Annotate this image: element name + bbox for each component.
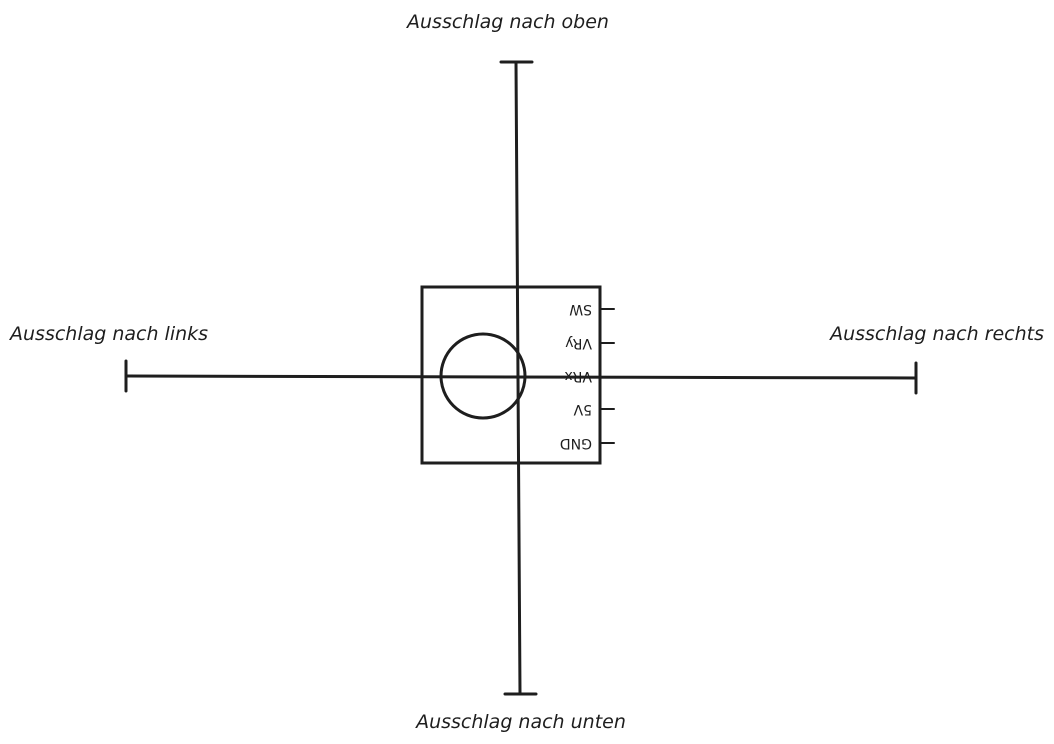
label-down: Ausschlag nach unten <box>414 711 626 733</box>
pin-label-vry: VRy <box>565 335 592 351</box>
label-up: Ausschlag nach oben <box>405 11 609 33</box>
pin-label-gnd: GND <box>560 435 592 451</box>
joystick-module-box <box>420 285 602 465</box>
pin-stubs <box>599 308 615 444</box>
label-left: Ausschlag nach links <box>8 323 208 345</box>
pin-label-sw: SW <box>569 301 592 317</box>
pin-label-5v: 5V <box>573 401 592 417</box>
pin-labels: SW VRy VRx 5V GND <box>560 301 592 451</box>
label-right: Ausschlag nach rechts <box>828 323 1044 345</box>
pin-label-vrx: VRx <box>564 368 592 384</box>
horizontal-axis <box>124 374 918 380</box>
